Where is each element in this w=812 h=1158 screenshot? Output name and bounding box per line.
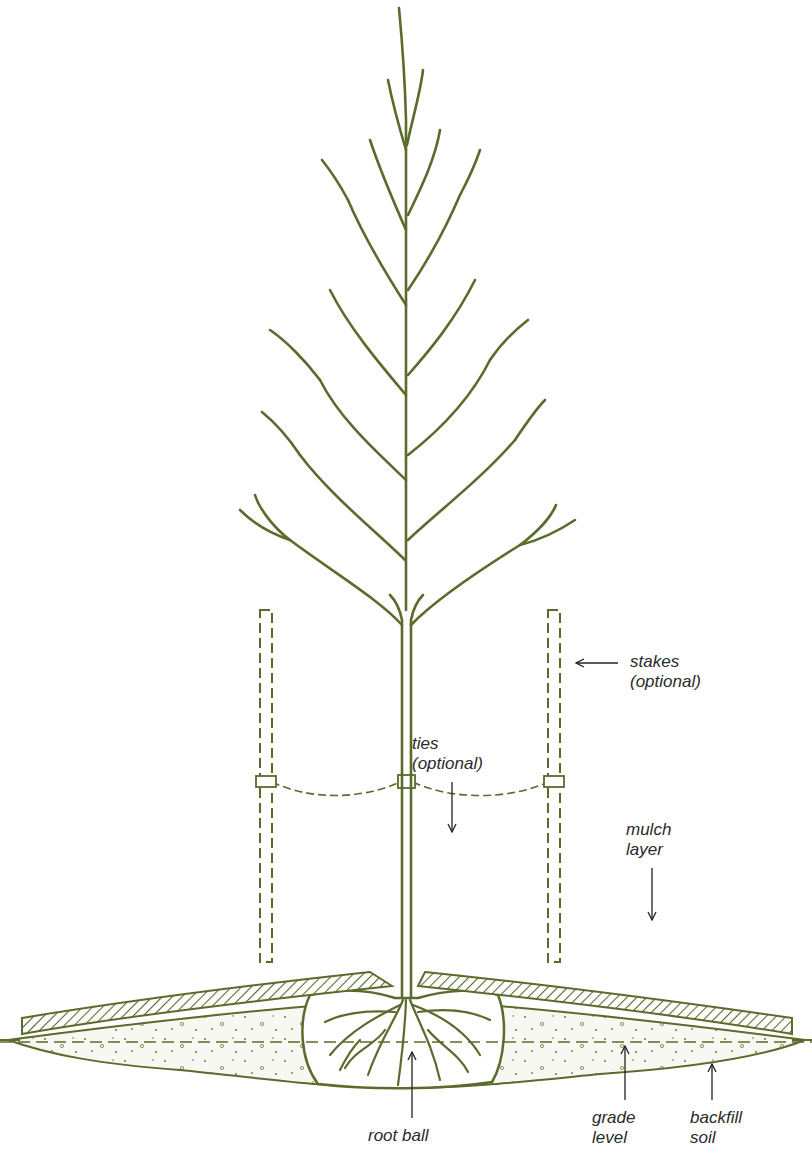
part-label: backfill soil xyxy=(690,1108,765,1148)
mulch-layer xyxy=(22,972,392,1034)
ground-line xyxy=(0,1039,20,1041)
part-label: mulch layer xyxy=(626,820,706,860)
leader-arrow xyxy=(412,663,712,1118)
tree xyxy=(240,8,575,998)
part-label: ties (optional) xyxy=(412,734,512,774)
part-label: stakes (optional) xyxy=(630,652,740,692)
root-ball xyxy=(302,991,504,1089)
part-label: grade level xyxy=(592,1108,662,1148)
grade-level-line xyxy=(0,1041,812,1043)
ground-line xyxy=(792,1039,812,1041)
part-label: root ball xyxy=(368,1126,488,1146)
mulch-layer xyxy=(418,972,792,1034)
